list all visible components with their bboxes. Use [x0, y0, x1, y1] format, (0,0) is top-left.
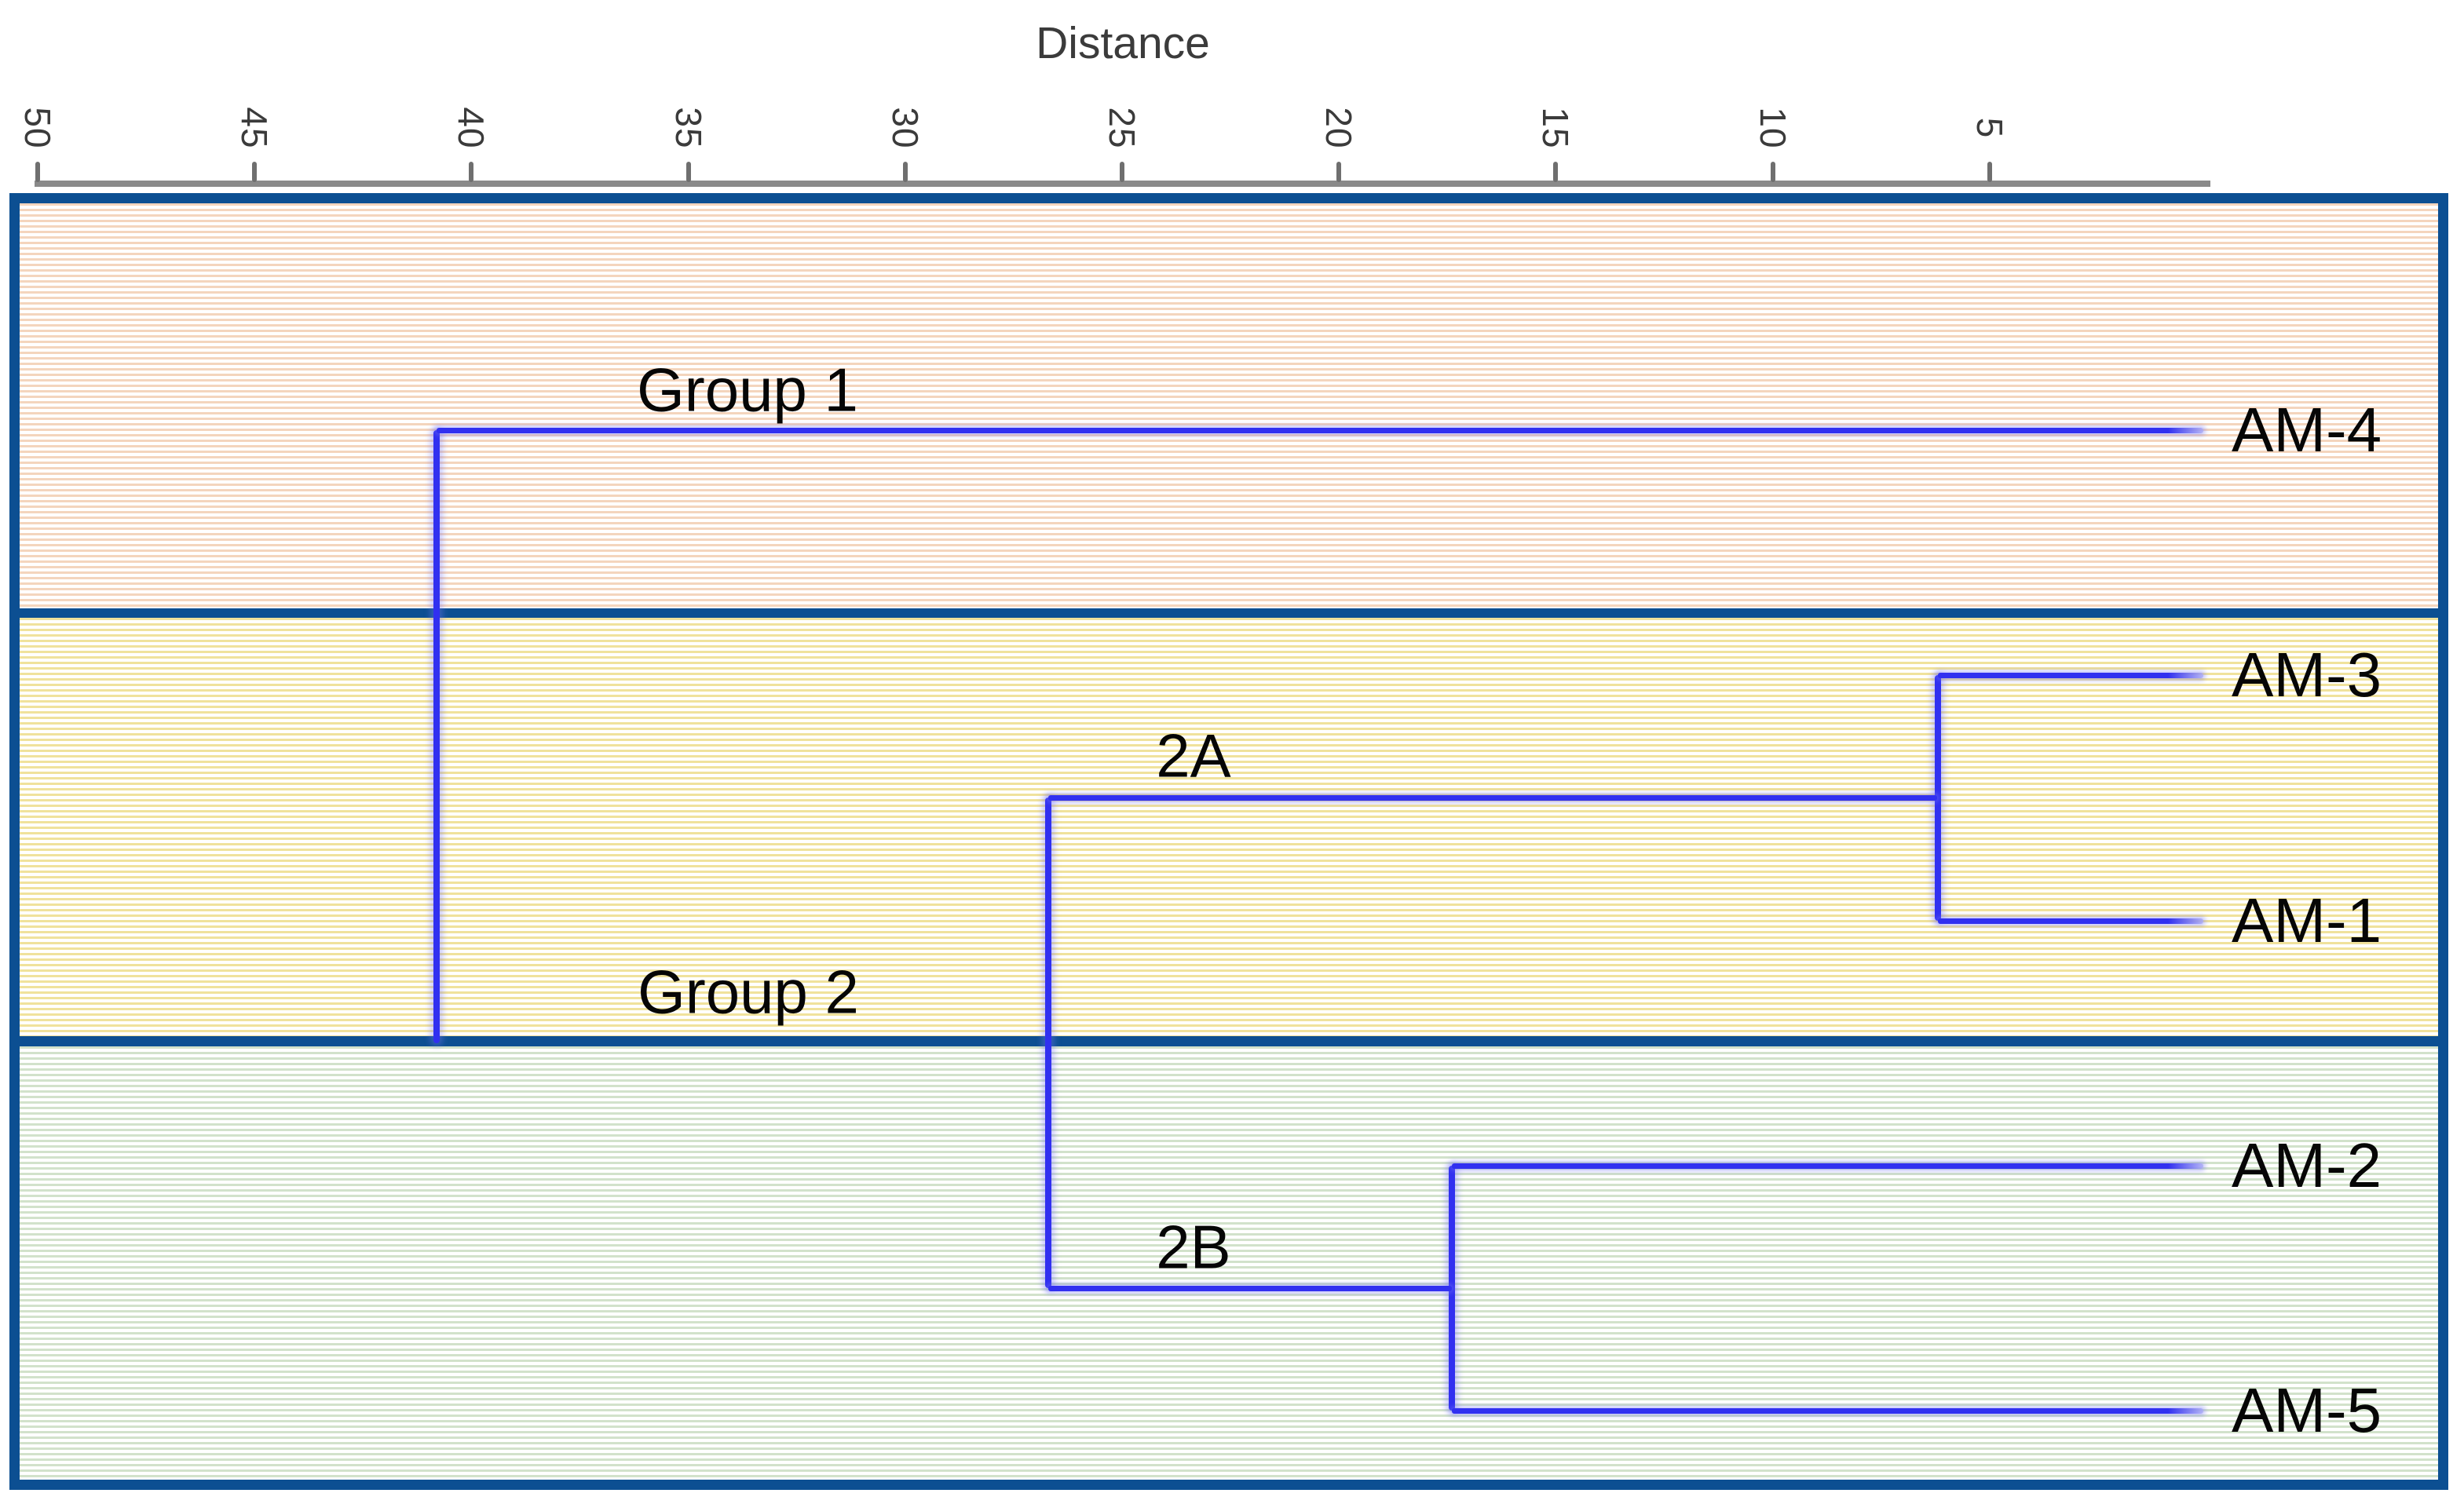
- axis-tick-label: 40: [451, 107, 492, 149]
- leaf-label-am-5: AM-5: [2232, 1375, 2382, 1445]
- axis-tick-mark: [469, 162, 474, 182]
- branch-vertical: [1934, 675, 1941, 921]
- axis-title: Distance: [1036, 18, 1210, 68]
- axis-tick-label: 5: [1969, 117, 2010, 139]
- axis-tick-label: 15: [1535, 107, 1577, 149]
- axis-tick-mark: [1770, 162, 1775, 182]
- axis-tick-mark: [35, 162, 40, 182]
- axis-tick-mark: [1987, 162, 1992, 182]
- branch-horizontal: [1048, 1285, 1452, 1291]
- annotation-2a: 2A: [1156, 721, 1231, 790]
- branch-vertical: [433, 430, 441, 1043]
- axis-tick-mark: [1336, 162, 1342, 182]
- axis-tick-label: 25: [1102, 107, 1142, 149]
- band-divider-1: [20, 608, 2438, 618]
- leaf-label-am-3: AM-3: [2232, 640, 2382, 710]
- axis-tick-label: 10: [1752, 107, 1793, 149]
- branch-horizontal: [437, 428, 2203, 433]
- axis-tick-label: 45: [234, 107, 276, 149]
- axis-tick-label: 50: [17, 107, 58, 149]
- leaf-label-am-2: AM-2: [2232, 1130, 2382, 1200]
- axis-tick-label: 35: [667, 107, 709, 149]
- band-group2b: [20, 1046, 2438, 1480]
- axis-tick-mark: [1120, 162, 1124, 182]
- band-group1: [20, 203, 2438, 608]
- branch-vertical: [1045, 798, 1052, 1288]
- branch-horizontal: [1937, 673, 2203, 679]
- axis-tick-label: 20: [1318, 107, 1360, 149]
- band-divider-2: [20, 1036, 2438, 1046]
- branch-vertical: [1448, 1165, 1455, 1411]
- axis-tick-mark: [902, 162, 908, 182]
- annotation-group-2: Group 2: [638, 957, 859, 1027]
- axis-tick-mark: [685, 162, 691, 182]
- axis-tick-mark: [252, 162, 258, 182]
- annotation-2b: 2B: [1156, 1212, 1231, 1282]
- axis-tick-mark: [1553, 162, 1559, 182]
- branch-horizontal: [1937, 918, 2203, 924]
- branch-horizontal: [1451, 1408, 2203, 1414]
- band-group2a: [20, 618, 2438, 1036]
- axis-line: [35, 181, 2210, 187]
- branch-horizontal: [1451, 1163, 2203, 1169]
- branch-horizontal: [1048, 795, 1938, 801]
- axis-tick-label: 30: [884, 107, 926, 149]
- leaf-label-am-1: AM-1: [2232, 885, 2382, 955]
- annotation-group-1: Group 1: [637, 355, 858, 425]
- leaf-label-am-4: AM-4: [2232, 395, 2382, 465]
